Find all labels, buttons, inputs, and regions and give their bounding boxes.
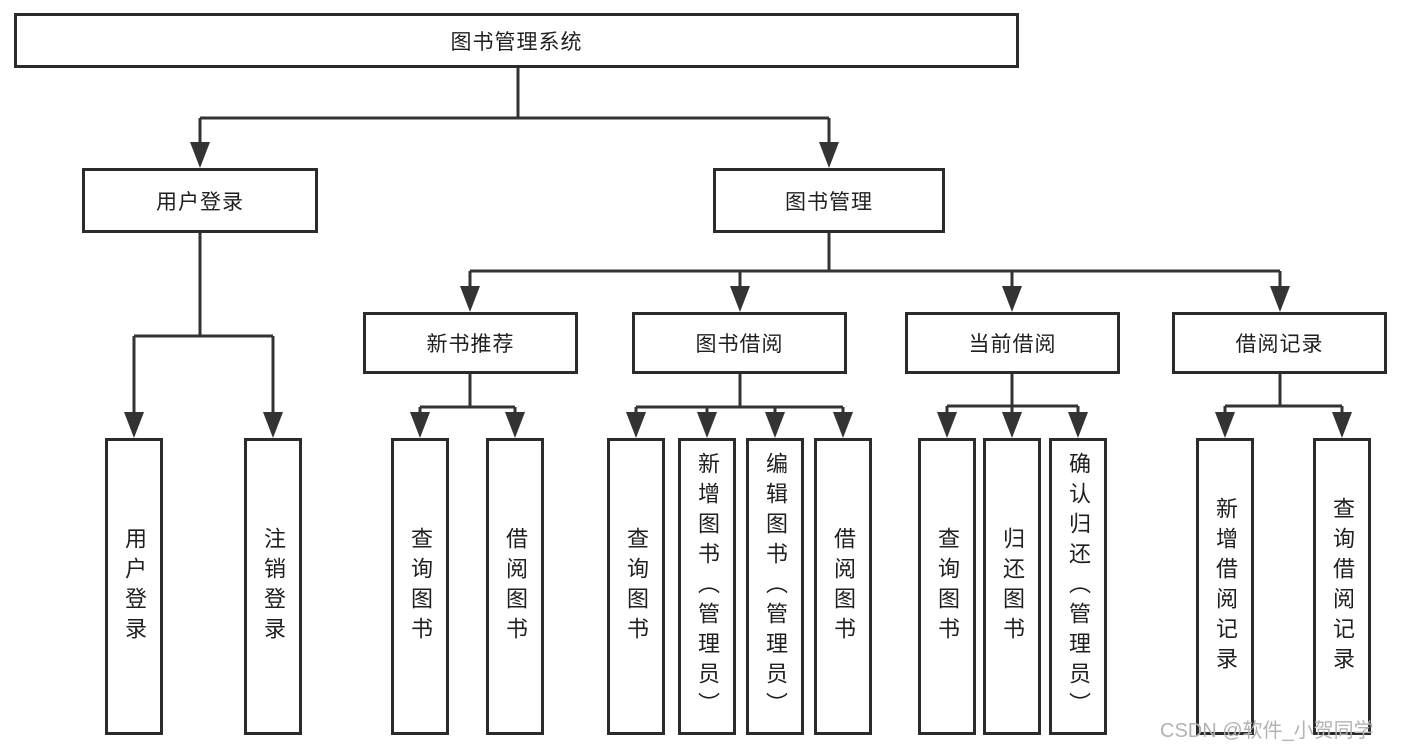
node-current-borrow-label: 当前借阅 (968, 333, 1057, 356)
connector-current-borrow-to-leaves (937, 374, 1088, 438)
node-leaf-user-login: 用户登录 (105, 438, 163, 735)
node-book-borrow-label: 图书借阅 (695, 333, 784, 356)
node-leaf-cb-return-books: 归还图书 (983, 438, 1041, 735)
node-leaf-logout: 注销登录 (244, 438, 302, 735)
node-leaf-br-query-record: 查询借阅记录 (1313, 438, 1371, 735)
node-leaf-nb-borrow-books: 借阅图书 (486, 438, 544, 735)
node-user-login-label: 用户登录 (156, 190, 244, 214)
connector-root-to-level1 (190, 68, 839, 168)
node-leaf-cb-confirm-return-admin: 确认归还（管理员） (1049, 438, 1107, 735)
node-leaf-br-add-record: 新增借阅记录 (1196, 438, 1254, 735)
node-leaf-nb-query-books: 查询图书 (391, 438, 449, 735)
node-leaf-cb-return-books-label: 归还图书 (1000, 526, 1025, 647)
csdn-watermark: CSDN @软件_小贺同学 (1160, 720, 1374, 742)
node-library-system-label: 图书管理系统 (450, 30, 583, 54)
node-borrow-records: 借阅记录 (1172, 312, 1387, 374)
connector-new-book-to-leaves (410, 374, 525, 438)
node-leaf-bb-borrow-books-label: 借阅图书 (831, 526, 856, 647)
node-leaf-bb-query-books-label: 查询图书 (624, 526, 649, 647)
node-book-management: 图书管理 (713, 168, 945, 233)
connector-book-borrow-to-leaves (626, 374, 853, 438)
node-new-book-recommend: 新书推荐 (363, 312, 578, 374)
node-leaf-br-add-record-label: 新增借阅记录 (1213, 496, 1238, 677)
connector-user-login-to-leaves (124, 233, 283, 438)
node-library-system: 图书管理系统 (14, 13, 1019, 68)
node-leaf-cb-query-books-label: 查询图书 (935, 526, 960, 647)
node-book-management-label: 图书管理 (785, 190, 873, 214)
node-leaf-logout-label: 注销登录 (261, 526, 286, 647)
node-leaf-bb-query-books: 查询图书 (607, 438, 665, 735)
node-leaf-nb-borrow-books-label: 借阅图书 (503, 526, 528, 647)
connector-book-mgmt-to-level2 (460, 233, 1290, 312)
node-leaf-bb-add-books-admin-label: 新增图书（管理员） (695, 451, 720, 722)
node-leaf-bb-edit-books-admin: 编辑图书（管理员） (746, 438, 804, 735)
node-leaf-bb-borrow-books: 借阅图书 (814, 438, 872, 735)
node-leaf-nb-query-books-label: 查询图书 (408, 526, 433, 647)
node-borrow-records-label: 借阅记录 (1235, 333, 1324, 356)
node-user-login: 用户登录 (82, 168, 318, 233)
node-leaf-cb-confirm-return-admin-label: 确认归还（管理员） (1066, 451, 1091, 722)
node-leaf-br-query-record-label: 查询借阅记录 (1330, 496, 1355, 677)
node-current-borrow: 当前借阅 (905, 312, 1120, 374)
node-new-book-recommend-label: 新书推荐 (426, 333, 515, 356)
node-leaf-bb-add-books-admin: 新增图书（管理员） (678, 438, 736, 735)
node-leaf-user-login-label: 用户登录 (122, 526, 147, 647)
node-book-borrow: 图书借阅 (632, 312, 847, 374)
node-leaf-cb-query-books: 查询图书 (918, 438, 976, 735)
connector-borrow-records-to-leaves (1215, 374, 1352, 438)
node-leaf-bb-edit-books-admin-label: 编辑图书（管理员） (763, 451, 788, 722)
